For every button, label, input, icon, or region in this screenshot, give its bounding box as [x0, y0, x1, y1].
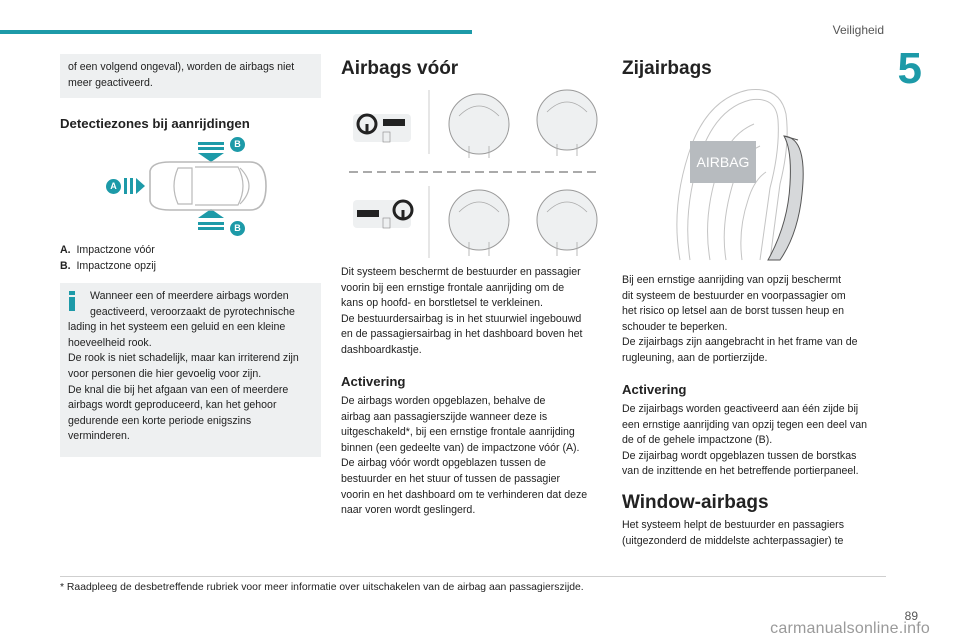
- front-activering-heading: Activering: [341, 374, 406, 389]
- side-airbags-body: Bij een ernstige aanrijding van opzij be…: [622, 274, 858, 364]
- front-airbags-figure: [349, 89, 599, 258]
- side-activering-heading: Activering: [622, 382, 687, 397]
- window-airbags-heading: Window-airbags: [622, 492, 769, 513]
- info-box: Wanneer een of meerdere airbags worden g…: [60, 283, 321, 457]
- zone-item: A. Impactzone vóór: [60, 244, 155, 256]
- section-title: Veiligheid: [832, 23, 884, 37]
- header-accent-bar: [0, 30, 472, 34]
- front-airbags-body: Dit systeem beschermt de bestuurder en p…: [341, 266, 583, 356]
- info-text: Wanneer een of meerdere airbags worden g…: [68, 290, 299, 443]
- front-activering-body: De airbags worden opgeblazen, behalve de…: [341, 395, 588, 517]
- front-airbags-heading: Airbags vóór: [341, 58, 459, 79]
- info-icon: [69, 291, 75, 311]
- zone-a-badge: A: [106, 179, 121, 194]
- side-activering-body: De zijairbags worden geactiveerd aan één…: [622, 403, 868, 478]
- intro-text: of een volgend ongeval), worden de airba…: [68, 61, 295, 89]
- zone-item: B. Impactzone opzij: [60, 259, 156, 272]
- page-number: 89: [904, 609, 918, 623]
- footnote: * Raadpleeg de desbetreffende rubriek vo…: [60, 582, 584, 593]
- airbag-label-box: AIRBAG: [690, 141, 756, 183]
- watermark: carmanualsonline.info: [770, 620, 930, 637]
- side-airbags-heading: Zijairbags: [622, 58, 712, 79]
- zone-b-top-badge: B: [230, 137, 245, 152]
- side-airbag-figure: [676, 89, 804, 261]
- detection-heading: Detectiezones bij aanrijdingen: [60, 116, 250, 131]
- detection-zones-figure: [124, 142, 267, 230]
- window-airbags-body: Het systeem helpt de bestuurder en passa…: [622, 519, 845, 547]
- chapter-number: 5: [897, 44, 922, 93]
- zone-b-bottom-badge: B: [230, 221, 245, 236]
- footnote-divider: [60, 576, 886, 577]
- intro-box: of een volgend ongeval), worden de airba…: [60, 54, 321, 98]
- zone-list: A. Impactzone vóór B. Impactzone opzij: [60, 243, 320, 274]
